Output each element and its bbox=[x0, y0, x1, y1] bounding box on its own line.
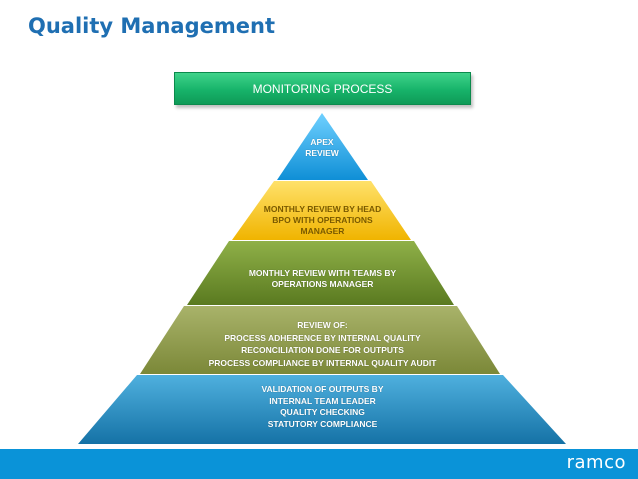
tier-label-validation: VALIDATION OF OUTPUTS BY INTERNAL TEAM L… bbox=[261, 384, 384, 429]
ramco-logo: ramco bbox=[566, 452, 626, 473]
monitoring-process-box: MONITORING PROCESS bbox=[174, 72, 471, 105]
pyramid-tier-review-of bbox=[140, 306, 500, 374]
footer-bar bbox=[0, 449, 638, 479]
pyramid-tier-validation bbox=[78, 375, 566, 444]
tier-label-head-review: MONTHLY REVIEW BY HEAD BPO WITH OPERATIO… bbox=[263, 204, 382, 236]
pyramid-tier-head-review bbox=[232, 181, 411, 240]
pyramid-tier-team-review bbox=[187, 241, 454, 305]
page-title: Quality Management bbox=[28, 14, 275, 38]
pyramid-tier-apex bbox=[277, 113, 368, 180]
tier-label-review-of: REVIEW OF: PROCESS ADHERENCE BY INTERNAL… bbox=[208, 320, 437, 368]
tier-label-apex: APEX REVIEW bbox=[305, 137, 339, 158]
tier-label-team-review: MONTHLY REVIEW WITH TEAMS BY OPERATIONS … bbox=[248, 268, 397, 289]
monitoring-process-label: MONITORING PROCESS bbox=[252, 81, 393, 96]
